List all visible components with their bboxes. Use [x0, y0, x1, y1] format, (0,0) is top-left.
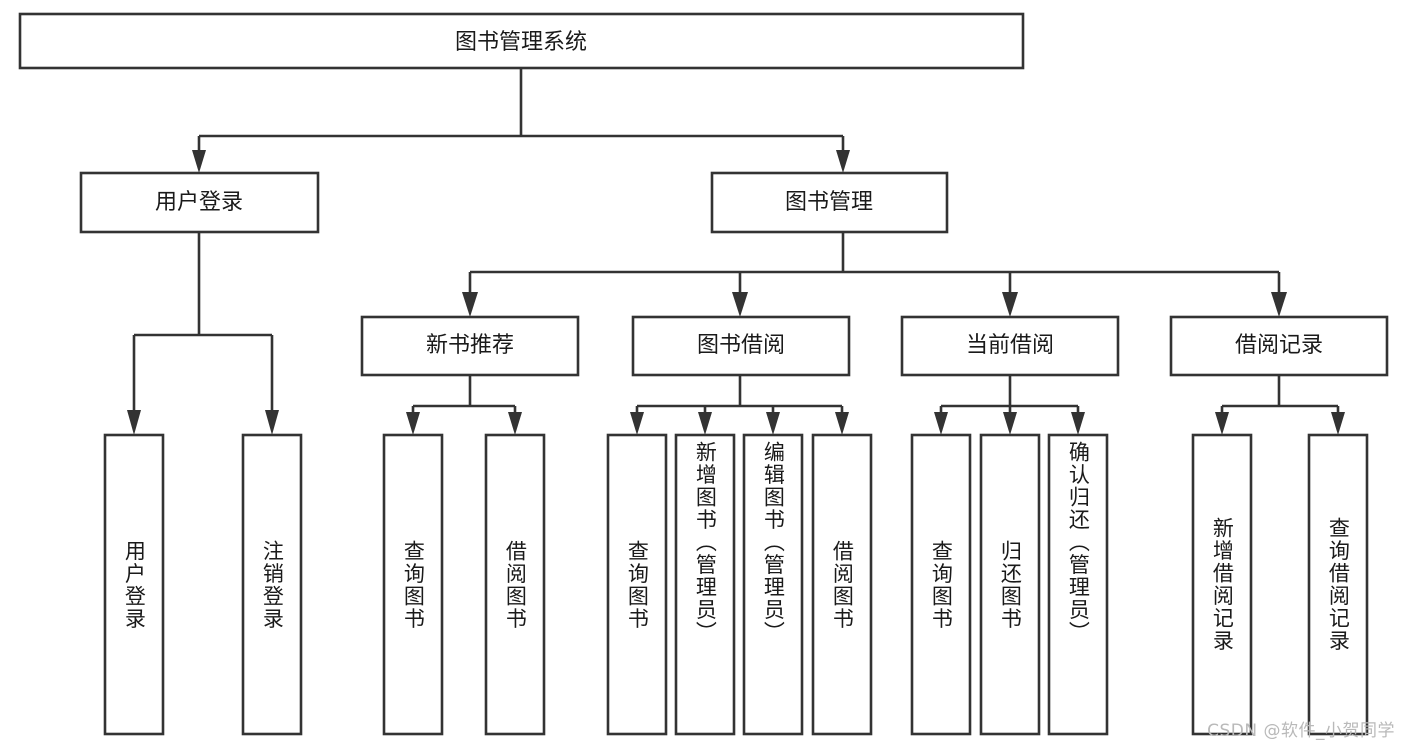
connector-login-to-leaves — [127, 232, 279, 435]
watermark-text: CSDN @软件_小贺同学 — [1207, 721, 1395, 741]
node-borrow-box[interactable] — [631, 315, 851, 377]
connector-root-to-level2 — [192, 68, 850, 173]
node-leaf11-box[interactable] — [1047, 433, 1109, 736]
node-current-label: 当前借阅 — [966, 333, 1054, 358]
node-borrow-label: 图书借阅 — [697, 333, 785, 358]
node-leaf5-box[interactable] — [606, 433, 668, 736]
connector-borrow-to-leaves — [630, 375, 849, 435]
node-bookmgmt[interactable]: 图书管理 — [710, 171, 949, 234]
node-leaf9-box[interactable] — [910, 433, 972, 736]
connector-newbook-to-leaves — [406, 375, 522, 435]
node-root-label: 图书管理系统 — [455, 30, 587, 55]
node-login[interactable]: 用户登录 — [79, 171, 320, 234]
node-newbook-box[interactable] — [360, 315, 580, 377]
node-leaf3-box[interactable] — [382, 433, 444, 736]
node-current-box[interactable] — [900, 315, 1120, 377]
node-record-box[interactable] — [1169, 315, 1389, 377]
node-leaf1-box[interactable] — [103, 433, 165, 736]
node-leaf6-box[interactable] — [674, 433, 736, 736]
node-record-label: 借阅记录 — [1235, 333, 1323, 358]
node-newbook-label: 新书推荐 — [426, 333, 514, 358]
node-current[interactable]: 当前借阅 — [900, 315, 1120, 377]
node-newbook[interactable]: 新书推荐 — [360, 315, 580, 377]
node-leaf8-box[interactable] — [811, 433, 873, 736]
connector-bookmgmt-to-level3 — [462, 232, 1287, 317]
node-borrow[interactable]: 图书借阅 — [631, 315, 851, 377]
node-leaf10-box[interactable] — [979, 433, 1041, 736]
node-leaf12-box[interactable] — [1191, 433, 1253, 736]
node-root[interactable]: 图书管理系统 — [18, 12, 1025, 70]
node-leaf4-box[interactable] — [484, 433, 546, 736]
node-bookmgmt-label: 图书管理 — [785, 190, 873, 215]
node-leaf7-box[interactable] — [742, 433, 804, 736]
node-login-label: 用户登录 — [155, 190, 243, 215]
node-record[interactable]: 借阅记录 — [1169, 315, 1389, 377]
node-login-box[interactable] — [79, 171, 320, 234]
node-root-box[interactable] — [18, 12, 1025, 70]
node-bookmgmt-box[interactable] — [710, 171, 949, 234]
connector-record-to-leaves — [1215, 375, 1345, 435]
connector-current-to-leaves — [934, 375, 1085, 435]
node-leaf2-box[interactable] — [241, 433, 303, 736]
node-leaf13-box[interactable] — [1307, 433, 1369, 736]
